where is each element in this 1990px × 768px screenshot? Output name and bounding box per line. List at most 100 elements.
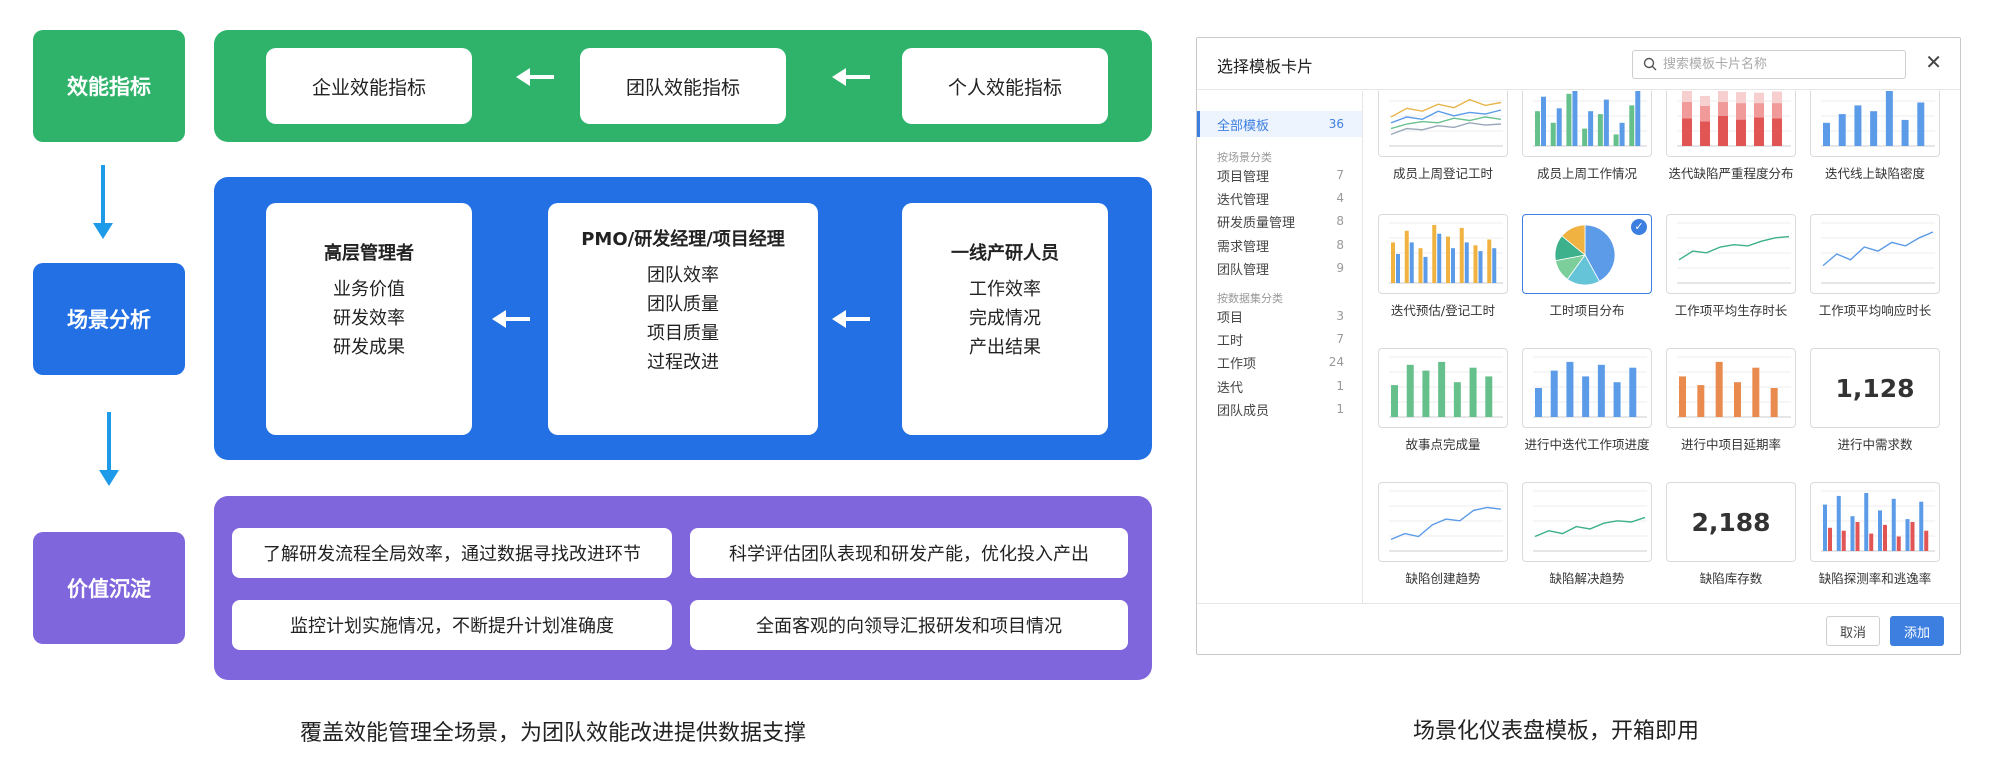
check-icon: ✓	[1631, 219, 1647, 235]
template-picker-dialog: 选择模板卡片 ✕ 全部模板 36 按场景分类 项目管理 7 迭代管理 4 研发质…	[1196, 37, 1961, 655]
template-thumbnail: 1,128	[1810, 348, 1940, 428]
sidebar-item-worktime[interactable]: 工时 7	[1197, 326, 1362, 352]
template-thumbnail	[1378, 348, 1508, 428]
sidebar-item-label: 团队成员	[1217, 403, 1270, 419]
sidebar-item-count: 24	[1328, 355, 1344, 369]
template-name: 迭代预估/登记工时	[1390, 303, 1496, 318]
left-arrow-icon	[832, 310, 870, 328]
chart-thumbnail-icon	[1533, 490, 1647, 552]
sidebar-item-label: 研发质量管理	[1217, 215, 1296, 231]
template-thumbnail	[1666, 214, 1796, 294]
role-line: 团队质量	[647, 294, 719, 315]
left-arrow-icon	[832, 68, 870, 86]
sidebar-item-count: 7	[1336, 332, 1344, 346]
sidebar-item-all[interactable]: 全部模板 36	[1197, 111, 1362, 137]
role-line: 研发效率	[333, 308, 405, 329]
template-name: 成员上周登记工时	[1392, 166, 1493, 181]
search-box[interactable]	[1632, 50, 1906, 79]
metric-personal: 个人效能指标	[902, 48, 1108, 124]
role-card-engineer: 一线产研人员 工作效率 完成情况 产出结果	[902, 203, 1108, 435]
role-line: 过程改进	[647, 352, 719, 373]
sidebar-item-label: 项目管理	[1217, 169, 1270, 185]
sidebar-item-count: 1	[1336, 402, 1344, 416]
left-arrow-icon	[492, 310, 530, 328]
search-icon	[1643, 57, 1657, 71]
sidebar-item-requirement-management[interactable]: 需求管理 8	[1197, 232, 1362, 258]
template-thumbnail	[1522, 348, 1652, 428]
dialog-caption: 场景化仪表盘模板，开箱即用	[1413, 719, 1700, 744]
role-title: PMO/研发经理/项目经理	[581, 229, 785, 250]
value-item: 了解研发流程全局效率，通过数据寻找改进环节	[232, 528, 672, 578]
template-name: 进行中需求数	[1837, 437, 1913, 452]
template-name: 工作项平均生存时长	[1674, 303, 1788, 318]
role-title: 高层管理者	[324, 243, 414, 264]
left-arrow-icon	[516, 68, 554, 86]
template-thumbnail	[1810, 482, 1940, 562]
sidebar-item-label: 迭代	[1217, 380, 1244, 396]
metric-enterprise: 企业效能指标	[266, 48, 472, 124]
template-thumbnail	[1522, 482, 1652, 562]
label-scenario-analysis: 场景分析	[33, 263, 185, 375]
down-arrow-icon	[93, 165, 113, 240]
chart-thumbnail-icon	[1554, 224, 1616, 286]
cancel-button[interactable]: 取消	[1826, 616, 1880, 646]
chart-thumbnail-icon	[1821, 91, 1935, 147]
template-thumbnail	[1666, 91, 1796, 157]
template-name: 工时项目分布	[1549, 303, 1625, 318]
template-thumbnail	[1666, 348, 1796, 428]
metric-team: 团队效能指标	[580, 48, 786, 124]
chart-thumbnail-icon	[1677, 222, 1791, 284]
sidebar-item-iteration-management[interactable]: 迭代管理 4	[1197, 185, 1362, 211]
role-card-pmo: PMO/研发经理/项目经理 团队效率 团队质量 项目质量 过程改进	[548, 203, 818, 435]
sidebar-item-project[interactable]: 项目 3	[1197, 303, 1362, 329]
chart-thumbnail-icon	[1389, 490, 1503, 552]
sidebar-item-team-management[interactable]: 团队管理 9	[1197, 255, 1362, 281]
sidebar-item-iteration[interactable]: 迭代 1	[1197, 373, 1362, 399]
scenario-panel: 高层管理者 业务价值 研发效率 研发成果 PMO/研发经理/项目经理 团队效率 …	[214, 177, 1152, 460]
sidebar-item-label: 工作项	[1217, 356, 1257, 372]
sidebar-item-label: 迭代管理	[1217, 192, 1270, 208]
chart-thumbnail-icon	[1821, 222, 1935, 284]
category-sidebar: 全部模板 36 按场景分类 项目管理 7 迭代管理 4 研发质量管理 8 需求管…	[1197, 91, 1363, 603]
template-name: 迭代线上缺陷密度	[1824, 166, 1925, 181]
value-item: 监控计划实施情况，不断提升计划准确度	[232, 600, 672, 650]
chart-thumbnail-icon	[1389, 222, 1503, 284]
sidebar-item-count: 3	[1336, 309, 1344, 323]
big-number: 1,128	[1835, 373, 1915, 403]
sidebar-item-count: 7	[1336, 168, 1344, 182]
sidebar-item-label: 团队管理	[1217, 262, 1270, 278]
sidebar-item-label: 项目	[1217, 310, 1244, 326]
sidebar-item-label: 需求管理	[1217, 239, 1270, 255]
metrics-panel: 企业效能指标 团队效能指标 个人效能指标	[214, 30, 1152, 142]
value-item: 科学评估团队表现和研发产能，优化投入产出	[690, 528, 1128, 578]
template-name: 迭代缺陷严重程度分布	[1668, 166, 1794, 181]
sidebar-item-label: 工时	[1217, 333, 1244, 349]
sidebar-group-title: 按数据集分类	[1217, 292, 1283, 305]
sidebar-item-project-management[interactable]: 项目管理 7	[1197, 162, 1362, 188]
sidebar-item-team-member[interactable]: 团队成员 1	[1197, 396, 1362, 422]
value-item: 全面客观的向领导汇报研发和项目情况	[690, 600, 1128, 650]
chart-thumbnail-icon	[1821, 490, 1935, 552]
sidebar-item-label: 全部模板	[1217, 118, 1270, 134]
role-line: 业务价值	[333, 279, 405, 300]
sidebar-item-quality-management[interactable]: 研发质量管理 8	[1197, 208, 1362, 234]
template-thumbnail	[1810, 91, 1940, 157]
search-input[interactable]	[1663, 54, 1898, 75]
close-icon[interactable]: ✕	[1925, 50, 1942, 74]
big-number: 2,188	[1691, 507, 1771, 537]
template-name: 故事点完成量	[1405, 437, 1481, 452]
value-panel: 了解研发流程全局效率，通过数据寻找改进环节 科学评估团队表现和研发产能，优化投入…	[214, 496, 1152, 680]
dialog-header: 选择模板卡片 ✕	[1197, 38, 1960, 90]
template-grid: 成员上周登记工时成员上周工作情况迭代缺陷严重程度分布迭代线上缺陷密度迭代预估/登…	[1363, 91, 1960, 603]
add-button[interactable]: 添加	[1890, 616, 1944, 646]
role-line: 完成情况	[969, 308, 1041, 329]
sidebar-item-count: 8	[1336, 214, 1344, 228]
sidebar-item-workitem[interactable]: 工作项 24	[1197, 349, 1362, 375]
label-value-accumulation: 价值沉淀	[33, 532, 185, 644]
template-name: 缺陷库存数	[1699, 571, 1763, 586]
role-line: 研发成果	[333, 337, 405, 358]
template-thumbnail	[1378, 482, 1508, 562]
role-line: 项目质量	[647, 323, 719, 344]
dialog-title: 选择模板卡片	[1217, 57, 1314, 76]
template-name: 缺陷探测率和逃逸率	[1818, 571, 1932, 586]
